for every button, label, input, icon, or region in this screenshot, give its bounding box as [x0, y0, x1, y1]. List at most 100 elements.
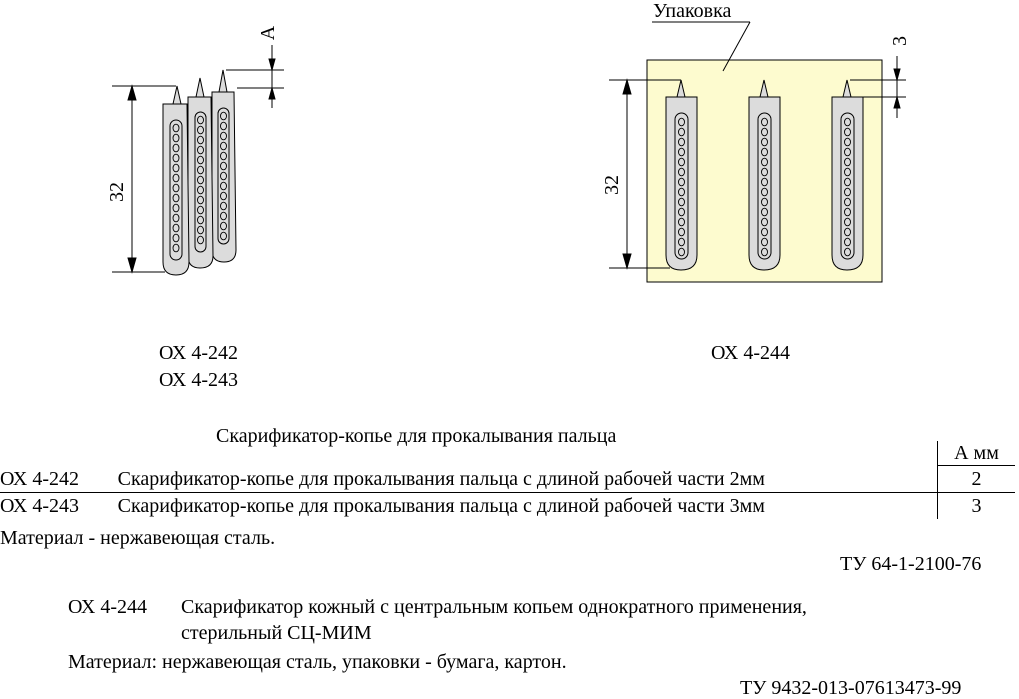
needle-front: [162, 85, 190, 276]
row-a-value: 3: [937, 492, 1015, 519]
package-leader-line: [722, 21, 751, 72]
slot-hole: [678, 217, 685, 227]
slot-hole: [678, 247, 685, 257]
slot-hole: [220, 181, 227, 191]
slot-hole: [172, 143, 180, 153]
slot-hole: [844, 197, 851, 207]
slot-hole: [220, 221, 227, 231]
dimension-3-right: [850, 56, 906, 118]
slot-hole: [220, 171, 227, 181]
technical-drawing: [112, 21, 906, 283]
slot-hole: [172, 223, 180, 233]
slot-hole: [220, 211, 227, 221]
package-label: Упаковка: [653, 0, 732, 22]
slot-hole: [197, 175, 204, 185]
slot-hole: [678, 227, 685, 237]
slot-hole: [678, 197, 685, 207]
slot-hole: [197, 125, 204, 135]
slot-hole: [220, 231, 227, 241]
slot-hole: [844, 177, 851, 187]
material-note-1: Материал - нержавеющая сталь.: [0, 527, 276, 549]
slot-hole: [220, 141, 227, 151]
needle-holes-right: [678, 117, 851, 257]
slot-hole: [761, 197, 768, 207]
row-code: ОХ 4-242: [0, 467, 79, 490]
slot-hole: [197, 205, 204, 215]
table-row: ОХ 4-242 Скарификатор-копье для прокалыв…: [0, 465, 1015, 493]
slot-hole: [197, 185, 204, 195]
slot-hole: [844, 217, 851, 227]
tu-reference-1: ТУ 64-1-2100-76: [840, 553, 982, 575]
product-244-code: ОХ 4-244: [68, 596, 147, 618]
slot-hole: [172, 213, 180, 223]
slot-hole: [172, 193, 180, 203]
caption-left-2: ОХ 4-243: [159, 369, 238, 391]
slot-hole: [844, 137, 851, 147]
slot-hole: [220, 131, 227, 141]
slot-hole: [844, 207, 851, 217]
row-a-value: 2: [937, 465, 1015, 493]
slot-hole: [678, 167, 685, 177]
dimension-32-right: [609, 78, 681, 270]
dimension-32-right-label: 32: [601, 175, 623, 195]
slot-hole: [844, 157, 851, 167]
caption-left-1: ОХ 4-242: [159, 342, 238, 364]
table-header-row: А мм: [0, 441, 1015, 466]
slot-hole: [197, 195, 204, 205]
dimension-32-left-label: 32: [106, 182, 128, 202]
slot-hole: [844, 147, 851, 157]
slot-hole: [761, 127, 768, 137]
slot-hole: [761, 227, 768, 237]
slot-hole: [678, 157, 685, 167]
slot-hole: [761, 247, 768, 257]
slot-hole: [172, 163, 180, 173]
needle-holes-left: [172, 111, 227, 253]
slot-hole: [844, 247, 851, 257]
slot-hole: [220, 191, 227, 201]
slot-hole: [220, 111, 227, 121]
slot-hole: [678, 237, 685, 247]
slot-hole: [844, 237, 851, 247]
row-code: ОХ 4-243: [0, 492, 118, 519]
slot-hole: [761, 187, 768, 197]
slot-hole: [678, 177, 685, 187]
header-a-mm: А мм: [937, 441, 1015, 466]
slot-hole: [172, 173, 180, 183]
dimension-a-label: A: [257, 25, 279, 41]
slot-hole: [172, 123, 180, 133]
section-title: Скарификатор-копье для прокалывания паль…: [216, 425, 617, 447]
slot-hole: [761, 147, 768, 157]
slot-hole: [197, 145, 204, 155]
slot-hole: [172, 243, 180, 253]
dimension-32-left: [112, 84, 176, 274]
slot-hole: [220, 151, 227, 161]
slot-hole: [197, 165, 204, 175]
slot-hole: [844, 127, 851, 137]
slot-hole: [197, 235, 204, 245]
slot-hole: [844, 227, 851, 237]
slot-hole: [844, 117, 851, 127]
slot-hole: [172, 183, 180, 193]
slot-hole: [678, 137, 685, 147]
slot-hole: [761, 137, 768, 147]
slot-hole: [197, 135, 204, 145]
slot-hole: [761, 237, 768, 247]
slot-hole: [761, 157, 768, 167]
slot-hole: [172, 133, 180, 143]
row-description: Скарификатор-копье для прокалывания паль…: [117, 467, 765, 490]
slot-hole: [761, 207, 768, 217]
slot-hole: [678, 207, 685, 217]
slot-hole: [844, 167, 851, 177]
slot-hole: [172, 203, 180, 213]
table-row: ОХ 4-243 Скарификатор-копье для прокалыв…: [0, 492, 1015, 519]
slot-hole: [678, 127, 685, 137]
slot-hole: [220, 121, 227, 131]
slot-hole: [761, 177, 768, 187]
slot-hole: [197, 225, 204, 235]
slot-hole: [761, 167, 768, 177]
slot-hole: [197, 155, 204, 165]
product-244-description-line2: стерильный СЦ-МИМ: [181, 622, 372, 644]
row-description: Скарификатор-копье для прокалывания паль…: [117, 492, 938, 519]
slot-hole: [220, 201, 227, 211]
dimension-3-label: 3: [889, 36, 911, 46]
